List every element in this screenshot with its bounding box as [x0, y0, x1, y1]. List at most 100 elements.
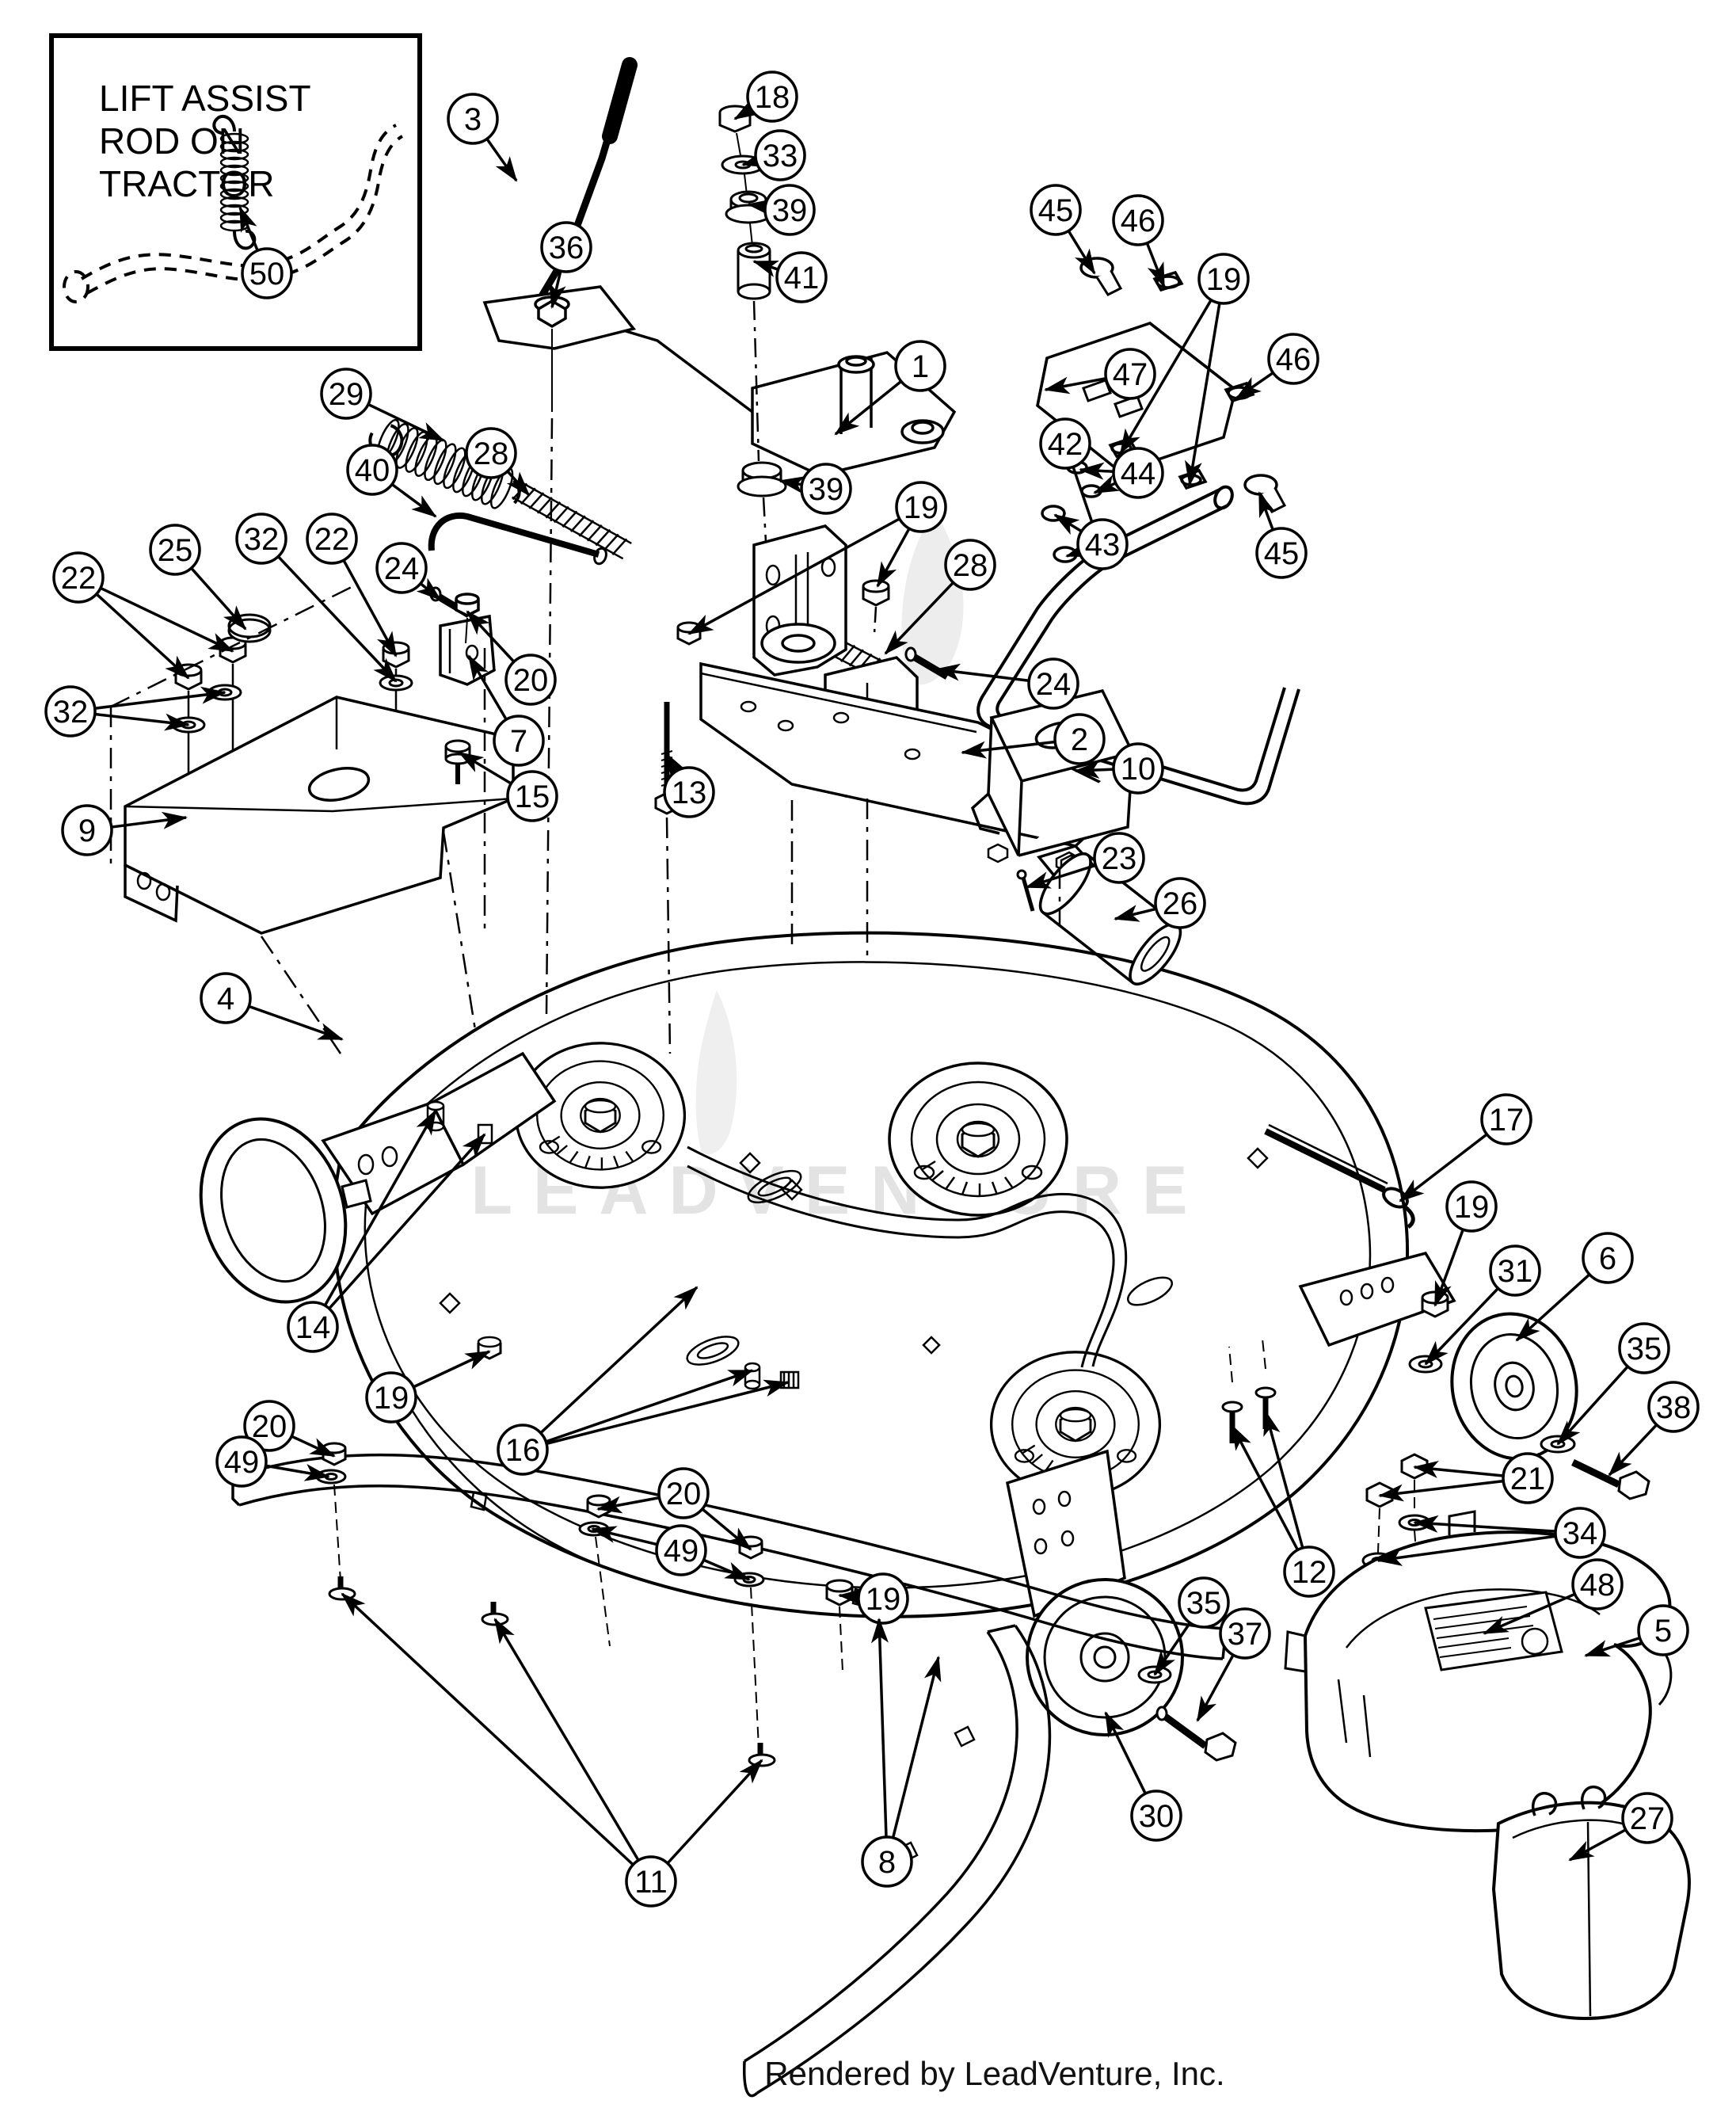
callout-28[interactable]: 28 [884, 539, 996, 655]
callout-19[interactable]: 19 [687, 481, 947, 635]
callout-32-bubble[interactable] [235, 513, 287, 565]
callout-19-bubble[interactable] [365, 1371, 417, 1424]
callout-3-bubble[interactable] [447, 93, 499, 145]
callout-49-bubble[interactable] [215, 1435, 268, 1488]
callout-46[interactable]: 46 [1112, 194, 1166, 288]
callout-35-bubble[interactable] [1178, 1576, 1230, 1629]
callout-20[interactable]: 20 [243, 1400, 336, 1458]
callout-19[interactable]: 19 [365, 1350, 491, 1424]
callout-30[interactable]: 30 [1104, 1711, 1182, 1842]
callout-8[interactable]: 8 [861, 1618, 942, 1888]
callout-25[interactable]: 25 [149, 524, 247, 631]
callout-14[interactable]: 14 [287, 1109, 486, 1353]
callout-28-bubble[interactable] [944, 539, 996, 591]
callout-10[interactable]: 10 [1074, 742, 1164, 795]
callout-44[interactable]: 44 [1079, 447, 1164, 499]
callout-6-bubble[interactable] [1582, 1232, 1634, 1284]
callout-22-bubble[interactable] [52, 551, 105, 604]
callout-16-bubble[interactable] [497, 1424, 549, 1476]
callout-45[interactable]: 45 [1030, 184, 1096, 275]
callout-34[interactable]: 34 [1376, 1507, 1606, 1566]
callout-20-bubble[interactable] [657, 1467, 710, 1519]
callout-35-bubble[interactable] [1618, 1322, 1670, 1374]
callout-36[interactable]: 36 [540, 221, 592, 309]
callout-22-bubble[interactable] [306, 513, 358, 565]
callout-34-bubble[interactable] [1554, 1507, 1606, 1559]
callout-27-bubble[interactable] [1621, 1792, 1673, 1844]
callout-1-bubble[interactable] [894, 340, 946, 392]
callout-9[interactable]: 9 [61, 804, 188, 856]
callout-3[interactable]: 3 [447, 93, 518, 182]
callout-47-bubble[interactable] [1104, 348, 1156, 400]
callout-5-bubble[interactable] [1637, 1604, 1689, 1656]
callout-17-bubble[interactable] [1480, 1093, 1532, 1145]
callout-12-bubble[interactable] [1283, 1546, 1335, 1598]
callout-38-bubble[interactable] [1647, 1381, 1700, 1433]
callout-12[interactable]: 12 [1231, 1410, 1335, 1598]
callout-24[interactable]: 24 [935, 658, 1079, 710]
callout-24-bubble[interactable] [375, 542, 428, 594]
callout-19-bubble[interactable] [895, 481, 947, 533]
callout-15[interactable]: 15 [458, 751, 558, 822]
callout-23[interactable]: 23 [1025, 832, 1145, 889]
callout-9-bubble[interactable] [61, 804, 113, 856]
callout-32-bubble[interactable] [44, 685, 97, 738]
callout-19-bubble[interactable] [1197, 253, 1250, 305]
callout-19[interactable]: 19 [1433, 1180, 1498, 1307]
callout-46[interactable]: 46 [1235, 333, 1319, 399]
callout-22[interactable]: 22 [52, 551, 234, 680]
callout-28-bubble[interactable] [465, 427, 517, 479]
callout-20[interactable]: 20 [466, 610, 557, 706]
callout-31[interactable]: 31 [1424, 1244, 1541, 1366]
callout-20[interactable]: 20 [596, 1467, 752, 1551]
callout-16[interactable]: 16 [497, 1286, 790, 1476]
callout-39-bubble[interactable] [763, 184, 816, 236]
callout-11[interactable]: 11 [341, 1592, 763, 1908]
callout-28[interactable]: 28 [465, 427, 531, 497]
callout-8-bubble[interactable] [861, 1835, 913, 1888]
callout-31-bubble[interactable] [1489, 1244, 1541, 1297]
callout-1[interactable]: 1 [834, 340, 946, 436]
callout-43[interactable]: 43 [1053, 513, 1129, 570]
callout-42-bubble[interactable] [1039, 417, 1091, 470]
callout-25-bubble[interactable] [149, 524, 201, 576]
callout-5[interactable]: 5 [1584, 1604, 1689, 1657]
callout-18-bubble[interactable] [746, 71, 798, 123]
callout-4[interactable]: 4 [200, 972, 344, 1041]
callout-29[interactable]: 29 [320, 368, 445, 442]
callout-45[interactable]: 45 [1255, 491, 1308, 579]
callout-24[interactable]: 24 [375, 542, 442, 601]
callout-35[interactable]: 35 [1556, 1322, 1670, 1446]
callout-46-bubble[interactable] [1112, 194, 1164, 246]
callout-33[interactable]: 33 [741, 129, 806, 181]
callout-45-bubble[interactable] [1030, 184, 1082, 236]
callout-44-bubble[interactable] [1112, 447, 1164, 499]
callout-10-bubble[interactable] [1112, 742, 1164, 795]
callout-21-bubble[interactable] [1502, 1452, 1554, 1504]
callout-39[interactable]: 39 [779, 463, 852, 515]
callout-49[interactable]: 49 [591, 1524, 751, 1581]
callout-6[interactable]: 6 [1515, 1232, 1634, 1342]
callout-43-bubble[interactable] [1076, 518, 1129, 570]
callout-4-bubble[interactable] [200, 972, 252, 1024]
callout-26[interactable]: 26 [1114, 877, 1206, 929]
callout-48-bubble[interactable] [1571, 1558, 1624, 1610]
callout-2[interactable]: 2 [961, 713, 1106, 765]
callout-30-bubble[interactable] [1130, 1790, 1182, 1842]
callout-35[interactable]: 35 [1153, 1576, 1230, 1676]
callout-15-bubble[interactable] [506, 770, 558, 822]
callout-27[interactable]: 27 [1568, 1792, 1673, 1862]
callout-32[interactable]: 32 [44, 685, 227, 738]
callout-37[interactable]: 37 [1196, 1607, 1271, 1722]
callout-45-bubble[interactable] [1255, 527, 1308, 579]
callout-40-bubble[interactable] [346, 444, 398, 496]
callout-26-bubble[interactable] [1154, 877, 1206, 929]
callout-11-bubble[interactable] [625, 1855, 677, 1908]
callout-19[interactable]: 19 [1119, 253, 1250, 486]
callout-13-bubble[interactable] [663, 766, 715, 818]
callout-50[interactable]: 50 [238, 206, 293, 299]
callout-36-bubble[interactable] [540, 221, 592, 273]
callout-46-bubble[interactable] [1267, 333, 1319, 385]
callout-19-bubble[interactable] [1445, 1180, 1498, 1233]
callout-21[interactable]: 21 [1378, 1452, 1554, 1504]
